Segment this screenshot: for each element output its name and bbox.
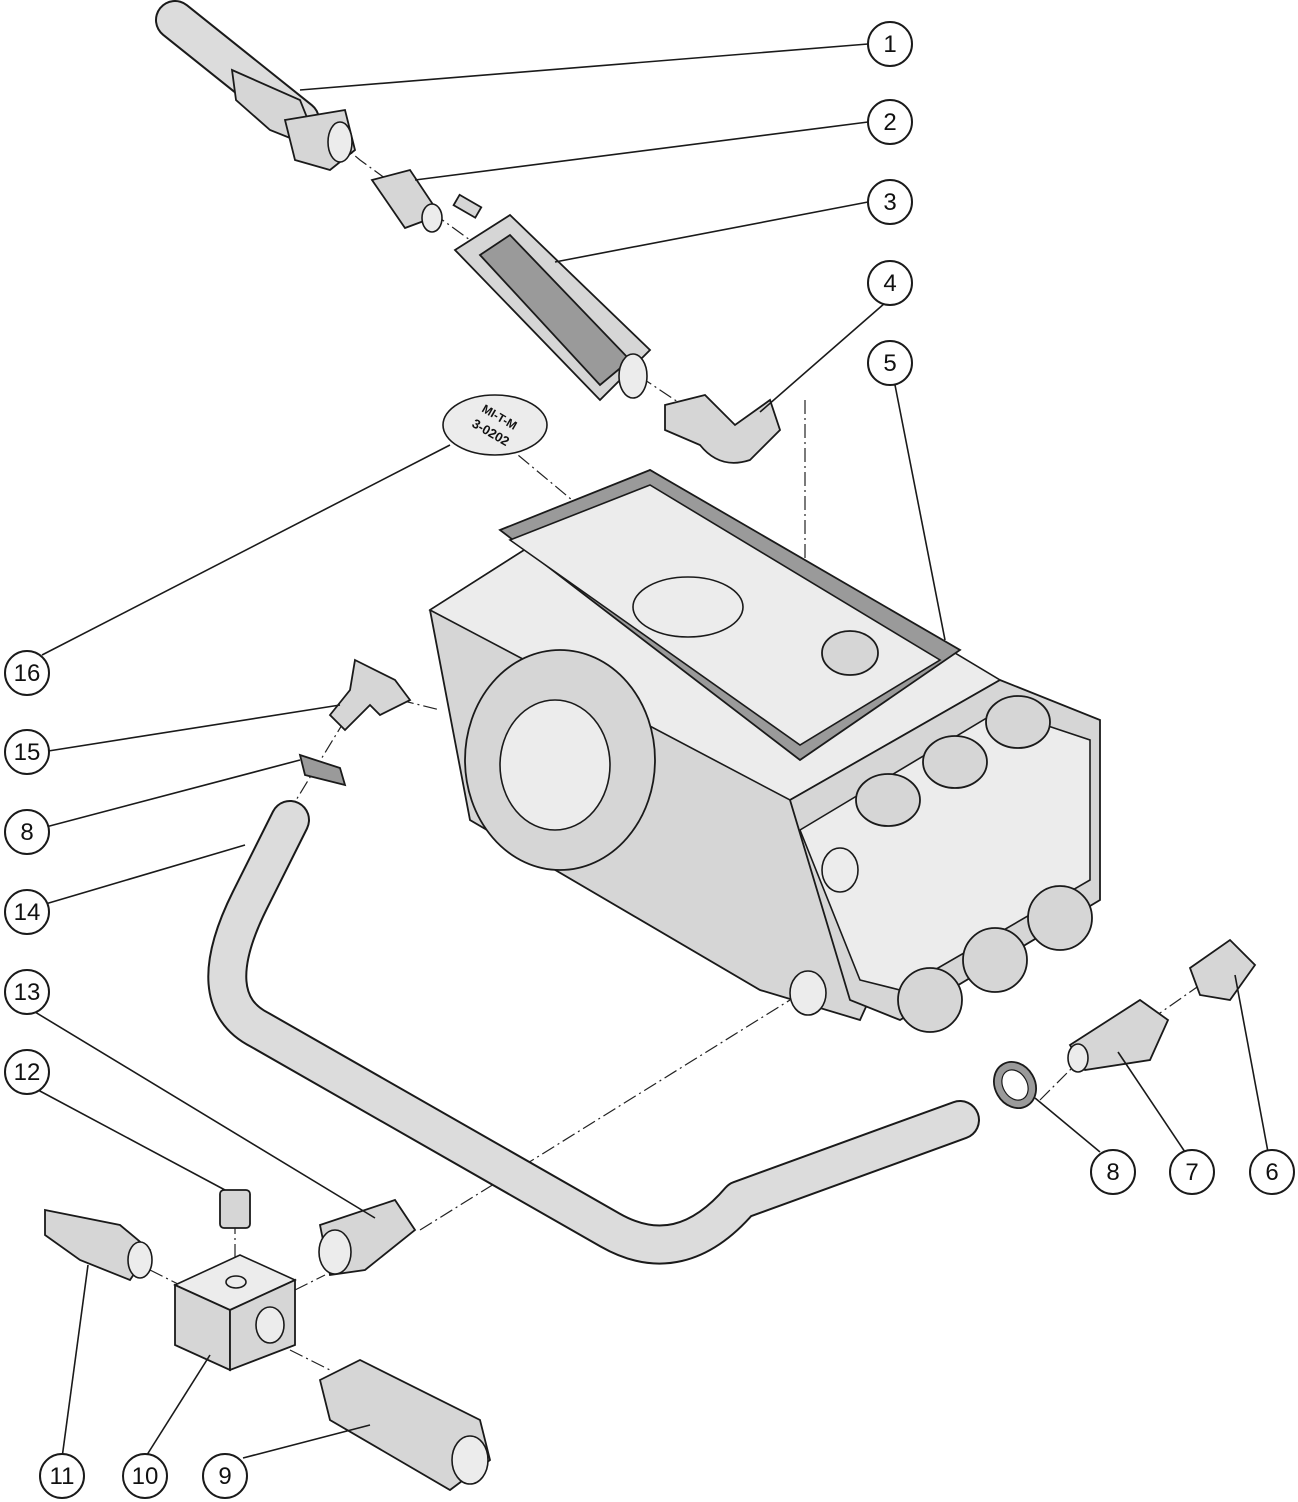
callout-label: 16 [14, 660, 41, 687]
callout-label: 6 [1265, 1159, 1278, 1186]
callout-label: 13 [14, 979, 41, 1006]
callout-label: 10 [132, 1463, 159, 1490]
coupler-part-7 [1067, 998, 1170, 1073]
callout-11: 11 [39, 1453, 85, 1499]
callout-label: 5 [883, 350, 896, 377]
hose-14 [207, 800, 980, 1265]
callout-12: 12 [4, 1049, 50, 1095]
callout-label: 11 [50, 1463, 75, 1490]
hose-fitting-part-1 [230, 68, 357, 171]
plug-part-12 [219, 1189, 251, 1229]
callout-label: 2 [883, 109, 896, 136]
callout-label: 12 [14, 1059, 41, 1086]
label-plate-part-16: MI-T-M 3-0202 [442, 394, 548, 456]
callout-14: 14 [4, 889, 50, 935]
callout-label: 4 [883, 270, 896, 297]
callout-label: 14 [14, 899, 41, 926]
clamp-part-8-right [993, 1061, 1037, 1109]
fitting-part-9 [318, 1358, 492, 1492]
elbow-fitting-part-15 [328, 658, 412, 732]
nipple-part-2 [370, 168, 443, 233]
callout-label: 3 [883, 189, 896, 216]
elbow-part-4 [664, 394, 782, 464]
callout-3: 3 [867, 179, 913, 225]
callout-9: 9 [202, 1453, 248, 1499]
callout-4: 4 [867, 260, 913, 306]
callout-5: 5 [867, 340, 913, 386]
leader-lines [34, 43, 1269, 1459]
callout-10: 10 [122, 1453, 168, 1499]
tee-block-part-10 [173, 1254, 297, 1372]
clamp-part-8-left [298, 753, 347, 787]
plug-part-6 [1188, 938, 1257, 1001]
callout-7: 7 [1169, 1149, 1215, 1195]
pump-body-part-5 [428, 468, 1101, 1033]
callout-13: 13 [4, 969, 50, 1015]
callout-label: 1 [883, 31, 896, 58]
callout-15: 15 [4, 729, 50, 775]
callout-16: 16 [4, 650, 50, 696]
unloader-part-3 [452, 193, 652, 402]
callout-8-left: 8 [4, 809, 50, 855]
callout-label: 8 [1106, 1159, 1119, 1186]
callout-6: 6 [1249, 1149, 1295, 1195]
callout-label: 8 [20, 819, 33, 846]
adapter-part-13 [318, 1198, 417, 1277]
callout-8-right: 8 [1090, 1149, 1136, 1195]
callout-label: 9 [218, 1463, 231, 1490]
barb-fitting-part-11 [44, 1208, 153, 1282]
callout-1: 1 [867, 21, 913, 67]
callout-2: 2 [867, 99, 913, 145]
callout-label: 7 [1185, 1159, 1198, 1186]
callout-label: 15 [14, 739, 41, 766]
